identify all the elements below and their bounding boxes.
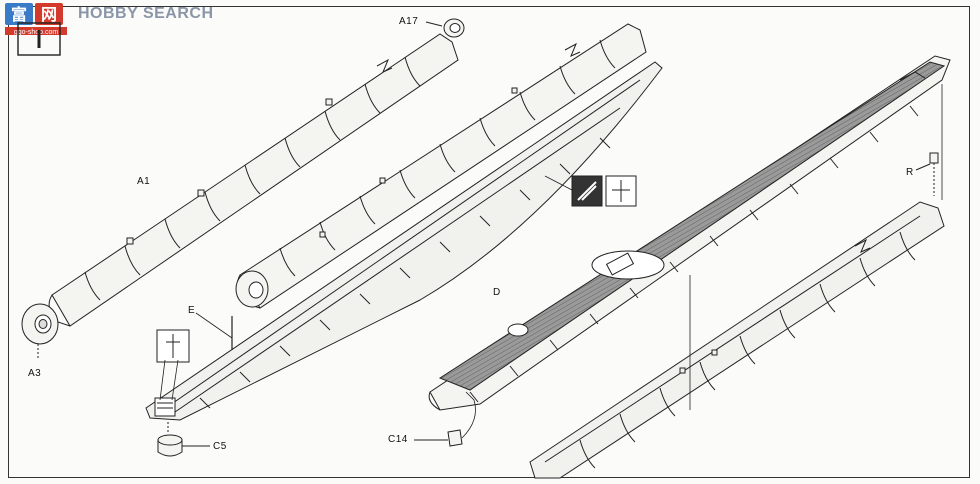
hobby-logo-icon: 富 网 ggo-shop.com xyxy=(5,3,67,36)
label-c5: C5 xyxy=(213,441,227,452)
label-a1: A1 xyxy=(137,176,151,187)
part-a3-end-cap xyxy=(21,303,59,360)
hull-deck xyxy=(428,55,951,411)
diagram-frame xyxy=(8,6,970,478)
join-halves-icon xyxy=(156,329,190,401)
label-c14: C14 xyxy=(388,434,408,445)
label-a3: A3 xyxy=(28,368,42,379)
svg-text:ggo-shop.com: ggo-shop.com xyxy=(14,29,59,36)
hull-lower-right xyxy=(529,84,945,479)
part-r xyxy=(915,152,939,196)
parts-sprue-icon xyxy=(17,22,61,56)
e-leader xyxy=(195,312,233,339)
label-a17: A17 xyxy=(399,16,419,27)
watermark-brand: HOBBY SEARCH xyxy=(78,5,214,22)
part-a17-cap xyxy=(425,18,465,38)
svg-text:网: 网 xyxy=(41,6,57,24)
hull-assembled-left xyxy=(235,23,647,309)
label-r: R xyxy=(906,167,914,178)
watermark: 富 网 ggo-shop.com HOBBY SEARCH xyxy=(4,2,214,36)
label-d: D xyxy=(493,287,501,298)
part-c14 xyxy=(414,391,476,447)
part-c5 xyxy=(157,420,210,457)
svg-text:富: 富 xyxy=(11,5,27,24)
part-a1-hull-top xyxy=(48,33,459,327)
hull-lower-left xyxy=(145,61,663,421)
label-e: E xyxy=(188,305,196,316)
glue-icon xyxy=(544,175,637,207)
